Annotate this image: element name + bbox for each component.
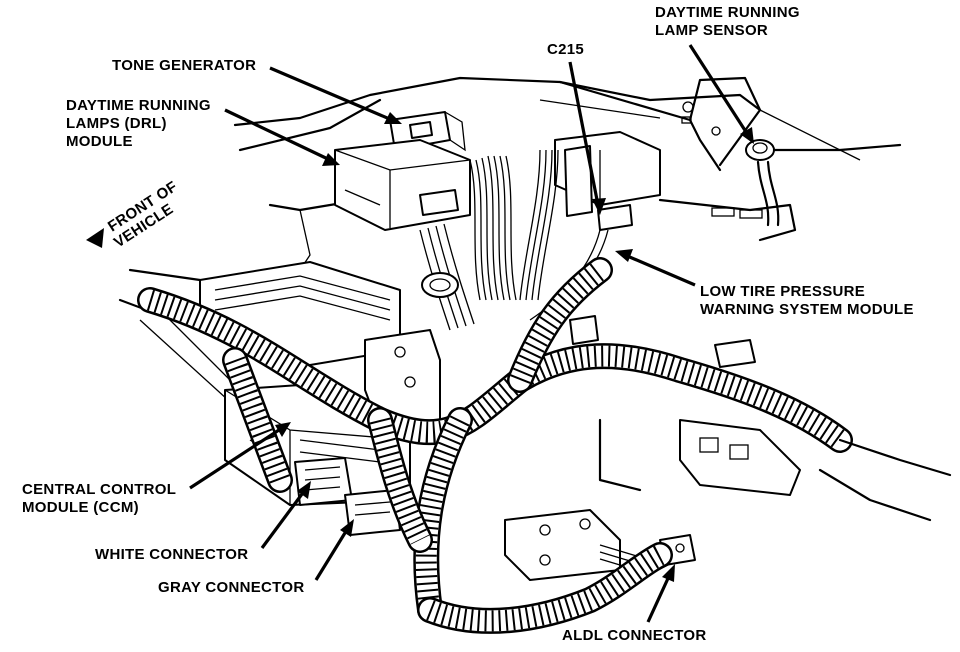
arrow-aldl-connector xyxy=(646,573,672,623)
label-aldl-connector: ALDL CONNECTOR xyxy=(562,627,706,644)
arrow-white-connector xyxy=(260,489,307,549)
drl-sensor-part xyxy=(745,139,902,227)
label-tone-generator: TONE GENERATOR xyxy=(112,57,256,74)
leader-arrows xyxy=(189,44,754,623)
arrowhead-low-tire xyxy=(615,249,633,262)
arrow-c215 xyxy=(568,61,600,206)
label-drl-sensor-line2: LAMP SENSOR xyxy=(655,22,768,39)
arrowhead-aldl-connector xyxy=(662,564,675,582)
arrow-drl-module xyxy=(224,108,331,162)
arrow-gray-connector xyxy=(314,527,350,581)
label-gray-connector: GRAY CONNECTOR xyxy=(158,579,304,596)
label-drl-module-line2: LAMPS (DRL) xyxy=(66,115,167,132)
right-structure xyxy=(569,315,952,522)
arrow-left-icon xyxy=(86,228,104,248)
dash-structure xyxy=(233,76,861,271)
label-drl-sensor-line1: DAYTIME RUNNING xyxy=(655,4,800,21)
arrowhead-tone-generator xyxy=(384,112,402,124)
arrow-drl-sensor xyxy=(688,44,750,136)
drl-module-part xyxy=(334,139,471,231)
arrow-ccm xyxy=(189,426,283,490)
label-drl-module-line3: MODULE xyxy=(66,133,133,150)
label-white-connector: WHITE CONNECTOR xyxy=(95,546,248,563)
arrow-low-tire xyxy=(624,253,696,287)
wire-bundle xyxy=(419,149,609,331)
low-tire-module-part xyxy=(554,131,661,231)
arrow-tone-generator xyxy=(269,66,393,122)
label-low-tire-line2: WARNING SYSTEM MODULE xyxy=(700,301,914,318)
labels: TONE GENERATOR DAYTIME RUNNING LAMPS (DR… xyxy=(22,4,914,644)
tone-generator-part xyxy=(389,111,466,152)
arrowhead-c215 xyxy=(592,198,606,215)
arrowhead-ccm xyxy=(275,422,291,437)
arrowhead-white-connector xyxy=(297,481,311,499)
arrowhead-drl-sensor xyxy=(740,127,754,144)
arrowhead-gray-connector xyxy=(340,519,354,537)
label-ccm-line2: MODULE (CCM) xyxy=(22,499,139,516)
main-harness xyxy=(137,257,853,634)
label-drl-module-line1: DAYTIME RUNNING xyxy=(66,97,211,114)
label-ccm-line1: CENTRAL CONTROL xyxy=(22,481,176,498)
arrowhead-drl-module xyxy=(322,153,340,166)
label-c215: C215 xyxy=(547,41,584,58)
label-low-tire-line1: LOW TIRE PRESSURE xyxy=(700,283,865,300)
